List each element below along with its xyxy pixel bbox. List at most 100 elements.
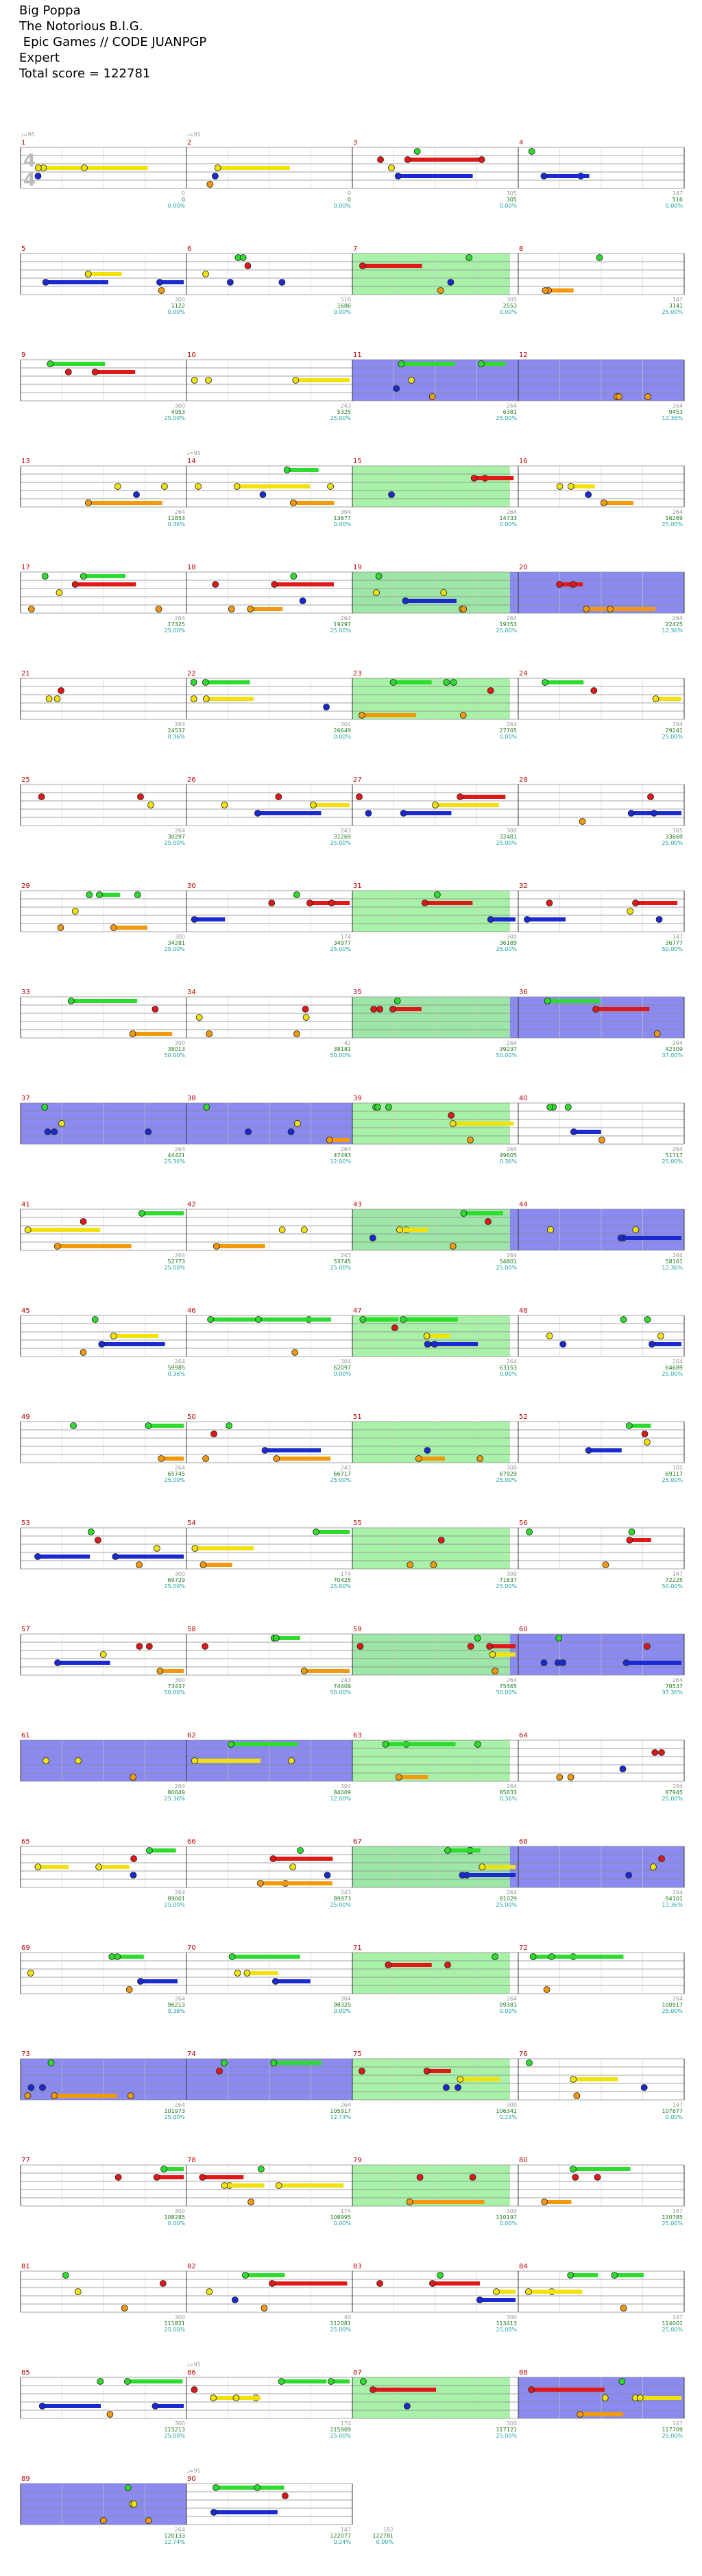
sustain-note	[203, 1563, 232, 1567]
sustain-note	[210, 1317, 275, 1322]
running-score: 67929	[500, 1471, 517, 1477]
note-gem	[300, 1668, 308, 1674]
note-gem	[323, 704, 330, 710]
overdrive-percent: 12.36%	[662, 415, 683, 421]
note-count: 243	[341, 828, 351, 834]
note-gem	[437, 2272, 444, 2279]
note-gem	[121, 2305, 128, 2312]
running-score: 1122	[171, 303, 185, 309]
note-gem	[540, 173, 548, 179]
note-gem	[127, 2092, 134, 2099]
note-gem	[71, 581, 79, 588]
note-gem	[476, 1455, 484, 1462]
sustain-note	[426, 1334, 450, 1338]
note-count: 300	[507, 2102, 517, 2108]
overdrive-percent: 0.00%	[500, 203, 518, 209]
note-count: 264	[673, 1146, 683, 1152]
tempo-mark: ♩=95	[186, 450, 201, 456]
note-gem	[489, 1651, 496, 1658]
measure-number: 16	[519, 458, 528, 465]
overdrive-percent: 25.00%	[496, 628, 517, 634]
note-gem	[487, 687, 494, 694]
measure-number: 8	[519, 245, 523, 253]
note-count: 264	[673, 1890, 683, 1896]
note-gem	[81, 164, 88, 171]
overdrive-percent: 0.00%	[500, 521, 518, 528]
overdrive-section	[352, 1953, 510, 1994]
note-gem	[41, 573, 49, 580]
note-count: 264	[507, 615, 517, 621]
running-score: 98325	[334, 2002, 351, 2008]
measure-number: 2	[187, 139, 191, 147]
note-gem	[272, 1635, 280, 1642]
note-gem	[159, 2280, 167, 2287]
note-gem	[56, 589, 63, 596]
note-gem	[99, 2517, 107, 2524]
measure-number: 50	[187, 1413, 196, 1421]
overdrive-percent: 50.00%	[330, 1052, 351, 1058]
charter-credit: Epic Games // CODE JUANPGP	[19, 35, 207, 49]
note-gem	[388, 164, 395, 171]
note-gem	[191, 377, 198, 384]
note-gem	[602, 1561, 609, 1568]
note-gem	[271, 581, 278, 588]
overdrive-percent: 25.00%	[662, 521, 683, 528]
note-gem	[44, 1128, 51, 1135]
note-gem	[398, 360, 405, 367]
note-count: 304	[341, 721, 351, 728]
overdrive-percent: 0.00%	[376, 2539, 394, 2545]
running-score: 31269	[334, 834, 351, 840]
overdrive-percent: 25.00%	[496, 2327, 517, 2333]
sustain-note	[551, 1955, 624, 1959]
sustain-note	[281, 2379, 327, 2383]
running-score: 66717	[334, 1471, 351, 1477]
note-gem	[80, 1218, 87, 1225]
running-score: 13677	[334, 515, 351, 521]
sustain-note	[285, 1881, 332, 1885]
overdrive-percent: 25.00%	[496, 840, 517, 846]
overdrive-percent: 0.00%	[334, 2008, 352, 2014]
note-gem	[51, 1128, 58, 1135]
note-gem	[460, 606, 468, 612]
note-gem	[269, 2280, 276, 2287]
note-gem	[299, 597, 306, 604]
note-count: 174	[341, 2420, 351, 2427]
note-gem	[556, 1774, 564, 1781]
running-score: 70425	[334, 1577, 351, 1583]
running-score: 44421	[168, 1152, 185, 1159]
note-gem	[114, 2174, 122, 2181]
overdrive-percent: 0.00%	[168, 203, 186, 209]
overdrive-percent: 0.00%	[500, 2220, 518, 2227]
measure-number: 74	[187, 2051, 196, 2058]
overdrive-section	[352, 1740, 510, 1781]
sustain-note	[490, 917, 516, 921]
sustain-note	[99, 1865, 130, 1869]
overdrive-percent: 25.00%	[164, 946, 185, 952]
measure-number: 44	[519, 1201, 528, 1209]
note-gem	[443, 2084, 450, 2091]
note-gem	[87, 1528, 95, 1535]
note-gem	[359, 262, 366, 269]
note-count: 300	[507, 2208, 517, 2214]
sustain-note	[401, 362, 455, 366]
sustain-note	[614, 2273, 644, 2277]
running-score: 9453	[669, 409, 683, 415]
running-score: 72225	[666, 1577, 683, 1583]
note-count: 264	[507, 509, 517, 515]
overdrive-percent: 25.00%	[330, 1583, 351, 1589]
note-gem	[356, 793, 363, 800]
note-gem	[124, 2378, 131, 2385]
note-count: 300	[175, 403, 185, 409]
note-gem	[548, 1953, 555, 1960]
overdrive-percent: 25.00%	[662, 734, 683, 740]
note-count: 243	[341, 403, 351, 409]
note-gem	[195, 1014, 203, 1021]
sustain-note	[99, 893, 121, 897]
running-score: 91029	[500, 1896, 517, 1902]
note-gem	[258, 2166, 265, 2172]
